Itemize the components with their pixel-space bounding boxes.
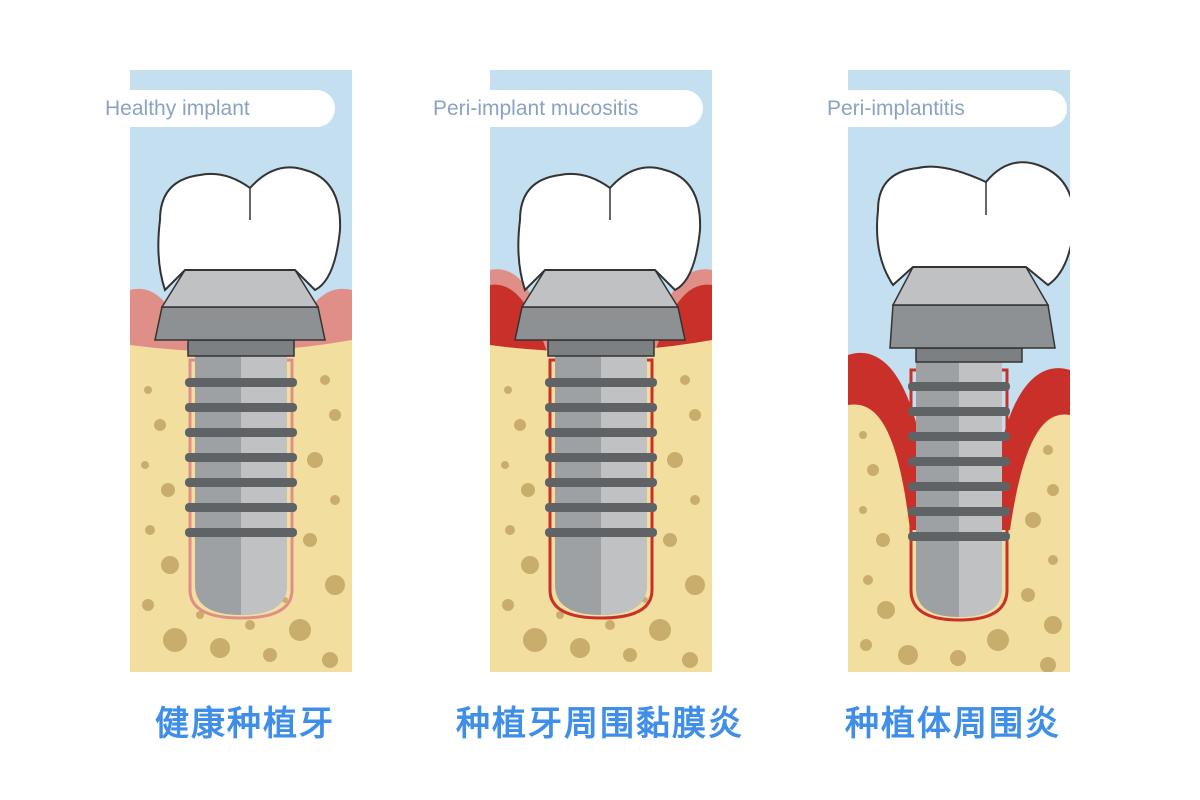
implant-threads — [185, 378, 297, 537]
crown — [876, 161, 1070, 287]
bone-right — [1010, 414, 1070, 672]
abutment-base — [154, 306, 326, 341]
abutment-top — [520, 269, 680, 308]
implant-body — [909, 360, 1009, 622]
abutment-base — [889, 304, 1056, 349]
bone-pores — [501, 375, 705, 668]
abutment-base — [514, 306, 686, 341]
implant-collar — [187, 339, 295, 357]
caption-healthy: 健康种植牙 — [155, 704, 335, 744]
implant-body — [188, 355, 294, 620]
caption-peri-implantitis: 种植体周围炎 — [845, 704, 1061, 744]
healthy-implant-illustration — [130, 70, 352, 672]
implant-threads — [908, 382, 1010, 541]
crown — [157, 166, 342, 292]
implant-body — [548, 355, 654, 620]
panel-label-healthy: Healthy implant — [92, 90, 335, 127]
mucositis-illustration — [490, 70, 712, 672]
panel-healthy-implant — [130, 70, 352, 672]
caption-mucositis: 种植牙周围黏膜炎 — [456, 704, 744, 744]
implant-threads — [545, 378, 657, 537]
abutment-top — [891, 266, 1050, 306]
panel-peri-implantitis — [848, 70, 1070, 672]
peri-implantitis-illustration — [848, 70, 1070, 672]
abutment-top — [160, 269, 320, 308]
implant-collar — [915, 347, 1023, 363]
panel-label-mucositis: Peri-implant mucositis — [420, 90, 703, 127]
panel-peri-implant-mucositis — [490, 70, 712, 672]
bone-pores — [141, 375, 345, 668]
implant-collar — [547, 339, 655, 357]
crown — [517, 166, 702, 292]
bone-pores — [859, 431, 1062, 672]
panel-label-peri-implantitis: Peri-implantitis — [814, 90, 1067, 127]
